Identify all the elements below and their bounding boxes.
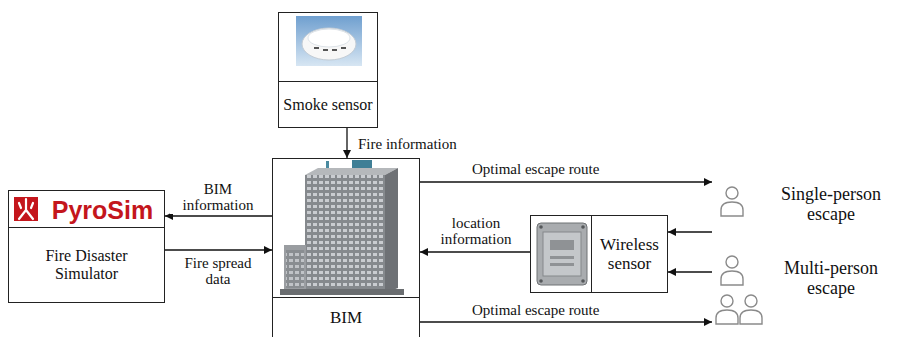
- sensor-box: Wireless sensor: [530, 215, 668, 293]
- node-label: Fire Disaster Simulator: [27, 247, 146, 283]
- connector-arrow: [668, 271, 712, 272]
- bim-box: BIM: [272, 158, 420, 337]
- edge-label: Fire spread data: [170, 256, 266, 288]
- node-label: Single-person escape: [764, 184, 898, 224]
- edge-label-box: Fire spread data: [170, 256, 266, 288]
- smoke-sensor-photo: [296, 16, 362, 66]
- connector-arrow: [420, 181, 712, 182]
- person-icon: [721, 256, 743, 285]
- edge-label-box: Optimal escape route: [470, 160, 601, 178]
- edge-label: location information: [428, 216, 524, 248]
- connector-arrow: [420, 251, 530, 252]
- text-slot: Multi-person escape: [760, 250, 902, 306]
- text-slot: BIM: [273, 297, 419, 337]
- simulator-box: PyroSimFire Disaster Simulator: [8, 190, 165, 303]
- connector-arrow: [668, 231, 712, 232]
- text-slot: Single-person escape: [760, 172, 902, 236]
- edge-label-box: Optimal escape route: [470, 301, 601, 319]
- connector-arrow: [346, 128, 347, 158]
- node-label: Smoke sensor: [283, 96, 372, 114]
- edge-label-box: BIM information: [170, 182, 266, 214]
- node-label: Wireless sensor: [596, 235, 663, 273]
- escape-group: Single-person escape: [712, 172, 902, 236]
- building-model: [280, 160, 404, 295]
- connector-arrow: [165, 215, 272, 216]
- connector-arrow: [165, 249, 272, 250]
- text-slot: Fire Disaster Simulator: [9, 227, 164, 302]
- text-slot: PyroSim: [41, 191, 164, 228]
- logo-text: PyroSim: [52, 196, 153, 224]
- edge-label: Optimal escape route: [470, 303, 601, 319]
- edge-label: BIM information: [170, 182, 266, 214]
- edge-label: Optimal escape route: [470, 162, 601, 178]
- edge-label-box: Fire information: [356, 135, 459, 153]
- wireless-device-photo: [537, 223, 587, 285]
- escape-group: Multi-person escape: [712, 250, 902, 334]
- text-slot: Wireless sensor: [591, 216, 667, 292]
- person-pair-icon: [716, 295, 762, 324]
- connector-arrow: [420, 321, 712, 322]
- node-label: BIM: [330, 308, 362, 327]
- edge-label: Fire information: [356, 137, 459, 153]
- edge-label-box: location information: [428, 216, 524, 248]
- text-slot: Smoke sensor: [279, 81, 377, 127]
- person-icon: [721, 187, 743, 216]
- sensor-box: Smoke sensor: [278, 12, 378, 128]
- pyrosim-logo-icon: [14, 197, 38, 221]
- node-label: Multi-person escape: [764, 258, 898, 298]
